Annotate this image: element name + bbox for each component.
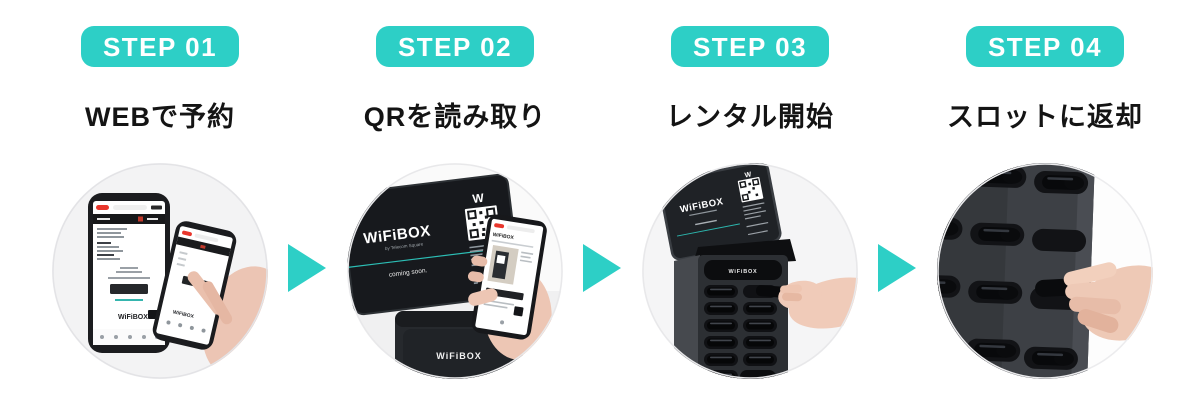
step-1-illustration: WiFiBOX — [52, 163, 268, 379]
phone-page-brand: WiFiBOX — [492, 232, 515, 241]
step-2-title: QRを読み取り — [363, 102, 547, 132]
kiosk-base-brand: WiFiBOX — [436, 351, 481, 361]
step-4-illustration — [937, 163, 1153, 379]
step-1-photo: WiFiBOX — [50, 161, 270, 381]
step-2-column: STEP 02 QRを読み取り WiFiBOX WiFiBOX by Telec… — [345, 26, 565, 381]
kiosk-top-logo-mark: W — [744, 171, 752, 179]
kiosk-logo-mark: W — [472, 191, 486, 206]
step-2-badge: STEP 02 — [376, 26, 534, 67]
step-3-photo: WiFiBOX W — [640, 161, 860, 381]
arrow-step2-to-step3 — [583, 244, 621, 292]
step-2-photo: WiFiBOX WiFiBOX by Telecom Square coming… — [345, 161, 565, 381]
step-4-column: STEP 04 スロットに返却 — [935, 26, 1155, 381]
slot-panel — [937, 163, 1096, 379]
step-4-photo — [935, 161, 1155, 381]
step-1-badge: STEP 01 — [81, 26, 239, 67]
step-3-title: レンタル開始 — [666, 102, 834, 132]
step-1-column: STEP 01 WEBで予約 — [50, 26, 270, 381]
hand-returning-router — [1035, 262, 1153, 341]
phone-brand-logo: WiFiBOX — [118, 314, 148, 321]
qr-code-small — [737, 176, 764, 203]
pointing-fingers — [187, 271, 233, 325]
step-4-title: スロットに返却 — [947, 102, 1143, 132]
arrow-step3-to-step4 — [878, 244, 916, 292]
kiosk-front-brand: WiFiBOX — [728, 269, 757, 275]
step-4-badge: STEP 04 — [966, 26, 1124, 67]
hand-taking-router — [755, 277, 858, 329]
kiosk-side — [674, 255, 700, 379]
phone-brand-logo-small: WiFiBOX — [172, 309, 195, 320]
step-1-title: WEBで予約 — [85, 102, 235, 132]
scanning-phone-hand: WiFiBOX — [467, 214, 552, 360]
step-3-illustration: WiFiBOX W — [642, 163, 858, 379]
step-3-column: STEP 03 レンタル開始 WiFiBOX W — [640, 26, 860, 381]
step-3-badge: STEP 03 — [671, 26, 829, 67]
kiosk-screen-brand-sub: by Telecom Square — [385, 241, 424, 251]
kiosk-screen-coming-soon: coming soon. — [388, 267, 427, 279]
reservation-phone: WiFiBOX — [88, 193, 170, 353]
step-2-illustration: WiFiBOX WiFiBOX by Telecom Square coming… — [347, 163, 563, 379]
arrow-step1-to-step2 — [288, 244, 326, 292]
